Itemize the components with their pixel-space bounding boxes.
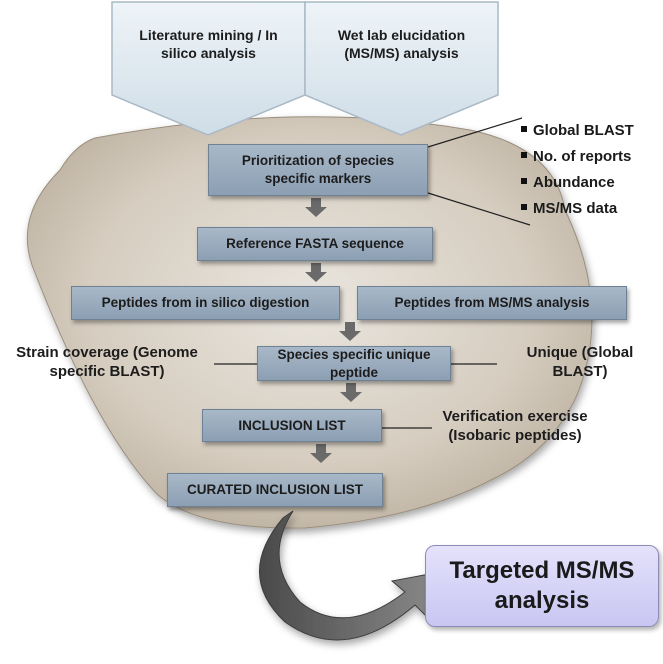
- unique-peptide-label: Species specific unique peptide: [277, 346, 431, 380]
- verification-note: Verification exercise (Isobaric peptides…: [420, 408, 610, 446]
- arrow-2: [305, 263, 327, 282]
- criteria-item: Abundance: [521, 170, 634, 196]
- source-wet-lab-label: Wet lab elucidation (MS/MS) analysis: [337, 26, 466, 61]
- criteria-item: MS/MS data: [521, 196, 634, 222]
- verification-label: Verification exercise (Isobaric peptides…: [442, 408, 588, 444]
- unique-note: Unique (Global BLAST): [497, 344, 663, 382]
- strain-coverage-label: Strain coverage (Genome specific BLAST): [16, 344, 198, 380]
- arrow-1: [305, 198, 327, 217]
- arrow-4: [340, 383, 362, 402]
- strain-coverage-note: Strain coverage (Genome specific BLAST): [0, 344, 214, 382]
- inclusion-list-label: INCLUSION LIST: [238, 417, 346, 433]
- targeted-msms-label: Targeted MS/MS analysis: [449, 557, 635, 614]
- unique-label: Unique (Global BLAST): [526, 344, 634, 380]
- criteria-item: No. of reports: [521, 144, 634, 170]
- prioritization-box: Prioritization of species specific marke…: [208, 144, 428, 196]
- source-literature-mining: Literature mining / In silico analysis: [115, 18, 302, 70]
- source-wet-lab: Wet lab elucidation (MS/MS) analysis: [308, 18, 495, 70]
- curated-inclusion-list-box: CURATED INCLUSION LIST: [167, 473, 383, 507]
- reference-fasta-box: Reference FASTA sequence: [197, 227, 433, 261]
- curated-inclusion-list-label: CURATED INCLUSION LIST: [187, 482, 363, 498]
- criteria-callout-top: [427, 117, 523, 148]
- source-chevron-right: [304, 1, 499, 136]
- flow-arrows: [305, 198, 362, 463]
- criteria-item: Global BLAST: [521, 118, 634, 144]
- criteria-list: Global BLAST No. of reports Abundance MS…: [521, 118, 634, 222]
- source-chevron-left: [111, 1, 306, 136]
- inclusion-list-box: INCLUSION LIST: [202, 409, 382, 442]
- source-literature-mining-label: Literature mining / In silico analysis: [139, 26, 278, 61]
- arrow-3: [339, 322, 361, 341]
- arrow-5: [310, 444, 332, 463]
- unique-peptide-box: Species specific unique peptide: [257, 346, 451, 381]
- prioritization-label: Prioritization of species specific marke…: [241, 153, 395, 186]
- msms-peptides-label: Peptides from MS/MS analysis: [394, 295, 590, 311]
- curved-arrow: [259, 510, 441, 641]
- criteria-callout-bottom: [427, 192, 531, 226]
- reference-fasta-label: Reference FASTA sequence: [226, 236, 404, 252]
- msms-peptides-box: Peptides from MS/MS analysis: [357, 286, 627, 320]
- insilico-peptides-box: Peptides from in silico digestion: [71, 286, 340, 320]
- insilico-peptides-label: Peptides from in silico digestion: [101, 295, 310, 311]
- targeted-msms-box: Targeted MS/MS analysis: [425, 545, 659, 627]
